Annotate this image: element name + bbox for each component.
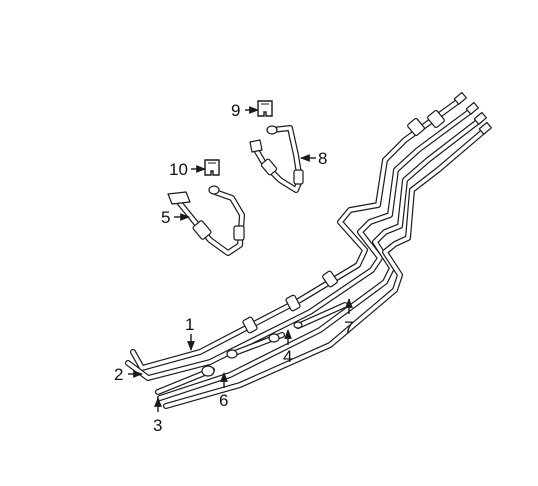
part-7-line [293, 302, 348, 329]
part-5-hose [167, 185, 245, 256]
callout-10: 10 [169, 160, 188, 179]
part-10-clip [204, 159, 220, 176]
line-end-caps [453, 91, 493, 135]
main-line-bundle [125, 91, 493, 409]
leader-arrows [128, 106, 353, 412]
callout-2: 2 [114, 365, 123, 384]
callout-8: 8 [318, 149, 327, 168]
callout-labels: 1 2 3 4 5 6 7 8 9 10 [114, 101, 353, 435]
callout-9: 9 [231, 101, 240, 120]
callout-4: 4 [283, 347, 292, 366]
callout-5: 5 [161, 208, 170, 227]
callout-3: 3 [153, 416, 162, 435]
callout-6: 6 [219, 391, 228, 410]
part-9-clip [257, 100, 273, 117]
callout-1: 1 [185, 315, 194, 334]
part-6-line [155, 365, 215, 395]
callout-7: 7 [344, 318, 353, 337]
part-4-line [226, 332, 285, 359]
bundle-clips [242, 109, 445, 334]
part-8-hose [249, 125, 304, 193]
